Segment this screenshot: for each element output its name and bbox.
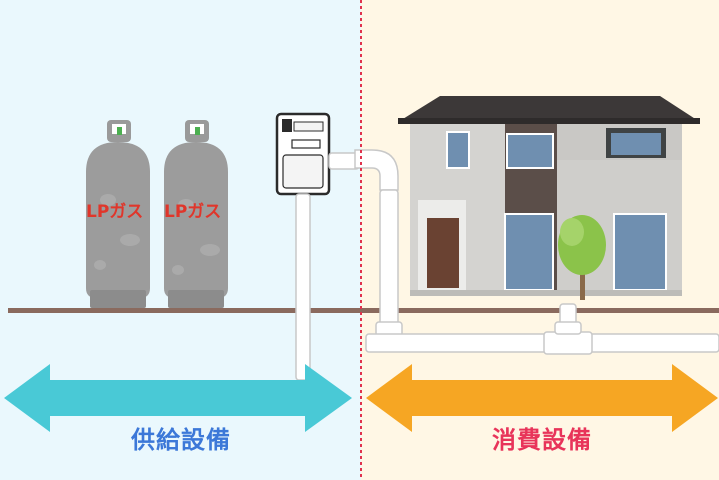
supply-equipment-label: 供給設備 [131,426,231,454]
house [398,96,700,296]
consumption-arrow [366,364,718,432]
ground-line [8,308,719,313]
supply-pipe [295,149,403,381]
tree [558,215,606,300]
gas-cylinder-1 [86,120,150,308]
gas-meter [275,112,331,196]
tank-label-2: LPガス [164,202,222,222]
consumption-pipe [365,303,719,355]
tank-label-1: LPガス [86,202,144,222]
consumption-equipment-label: 消費設備 [492,426,592,454]
gas-cylinder-2 [164,120,228,308]
supply-arrow [4,364,352,432]
